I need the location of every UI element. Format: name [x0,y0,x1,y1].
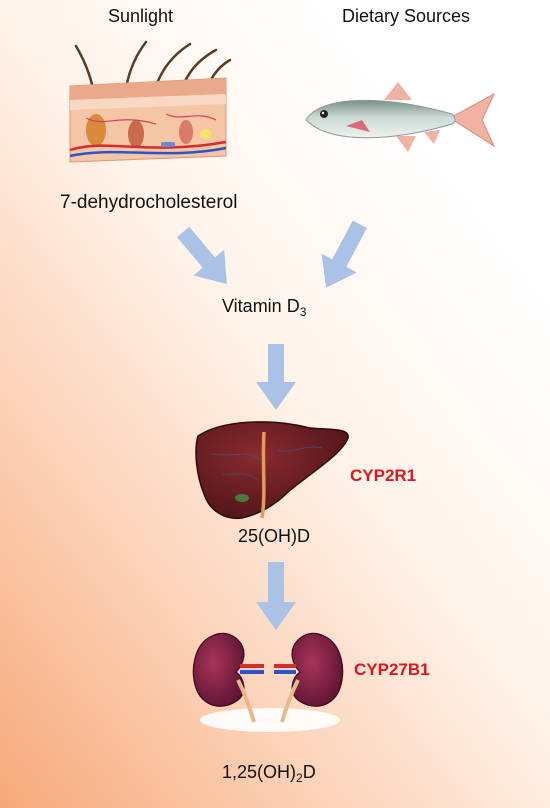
arrow-vitd-to-liver [256,344,296,410]
fish-icon [305,82,496,152]
cyp2r1-enzyme-label: CYP2R1 [350,466,417,485]
liver-icon [195,421,349,520]
precursor-label: 7-dehydrocholesterol [60,192,238,213]
vitamin-d3-subscript: 3 [299,305,307,319]
dietary-sources-label: Dietary Sources [342,6,471,26]
sunlight-label: Sunlight [108,6,174,26]
arrow-skin-to-vitd [177,226,227,285]
25ohd-label: 25(OH)D [238,526,311,546]
vitamin-d3-label: Vitamin D3 [222,296,307,319]
cyp27b1-enzyme-label: CYP27B1 [354,660,430,679]
125oh2d-subscript: 2 [296,771,303,785]
arrow-liver-to-kidney [256,562,296,630]
skin-cross-section-icon [69,40,232,163]
arrow-fish-to-vitd [321,220,367,288]
125oh2d-label: 1,25(OH)2D [222,762,316,785]
kidney-icon [192,632,344,732]
